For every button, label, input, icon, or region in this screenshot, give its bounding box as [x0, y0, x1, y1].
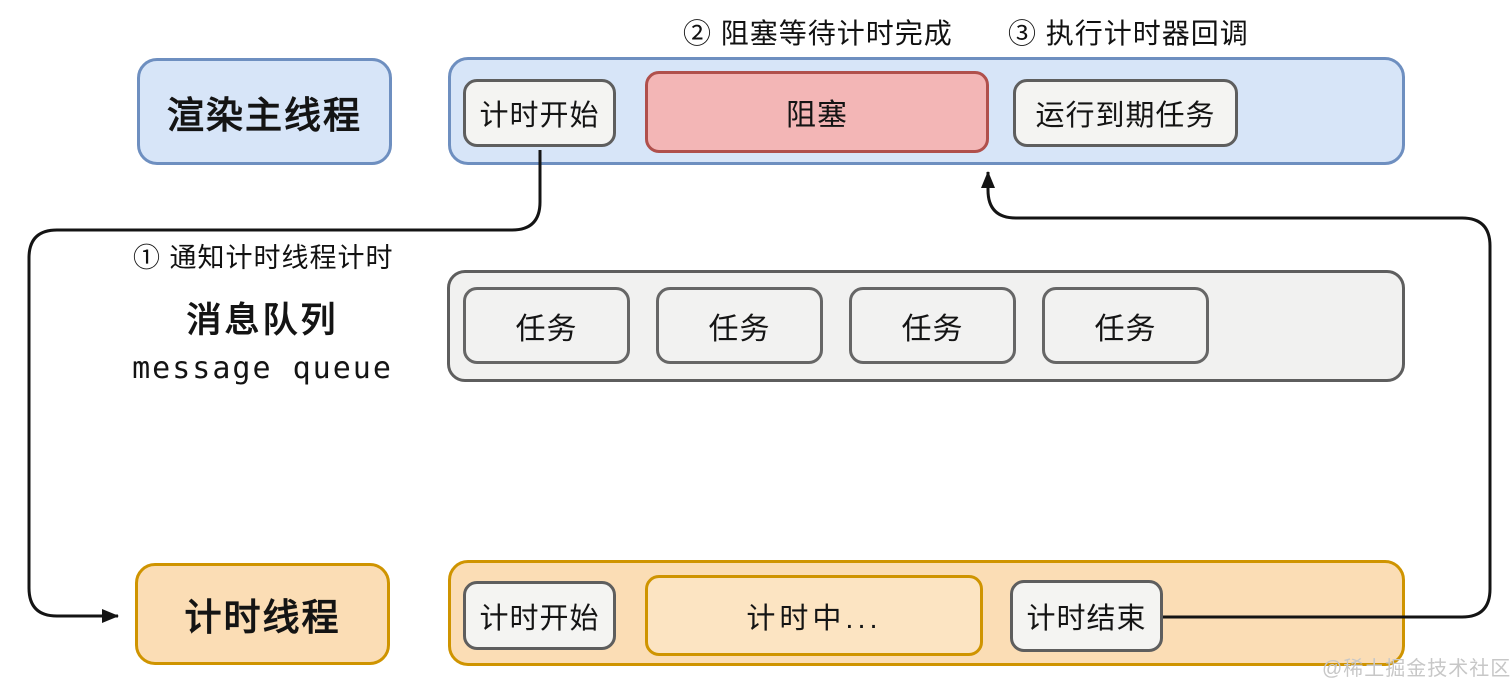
main-thread-label-box: 渲染主线程 — [137, 58, 392, 165]
timer-thread-timing-node: 计时中... — [645, 575, 983, 656]
queue-task-node: 任务 — [463, 287, 630, 364]
timer-thread-timing-text: 计时中... — [746, 602, 882, 635]
timer-done-arrow — [981, 171, 1492, 619]
message-queue-label-zh: 消息队列 — [186, 301, 339, 340]
timer-thread-timing-start-text: 计时开始 — [479, 602, 600, 635]
queue-task-node: 任务 — [1042, 287, 1209, 364]
main-thread-timing-start-text: 计时开始 — [479, 100, 600, 132]
queue-task-text: 任务 — [708, 312, 771, 346]
timer-thread-timing-end-node: 计时结束 — [1010, 580, 1163, 652]
annotation-step3: ③ 执行计时器回调 — [1008, 18, 1249, 49]
timer-thread-timing-start-node: 计时开始 — [463, 581, 616, 650]
main-thread-run-expired-text: 运行到期任务 — [1035, 100, 1216, 132]
main-thread-blocked-text: 阻塞 — [786, 99, 848, 132]
timer-thread-label-box: 计时线程 — [135, 563, 390, 665]
queue-task-text: 任务 — [1094, 312, 1157, 346]
message-queue-label-en: message queue — [132, 351, 393, 386]
main-thread-blocked-node: 阻塞 — [645, 71, 989, 153]
queue-task-node: 任务 — [849, 287, 1016, 364]
main-thread-label: 渲染主线程 — [167, 94, 362, 136]
queue-task-text: 任务 — [901, 312, 964, 346]
main-thread-run-expired-node: 运行到期任务 — [1013, 79, 1238, 147]
annotation-step2: ② 阻塞等待计时完成 — [683, 18, 953, 49]
annotation-step1: ① 通知计时线程计时 — [133, 243, 394, 273]
timer-thread-label: 计时线程 — [184, 597, 341, 638]
queue-task-node: 任务 — [656, 287, 823, 364]
timer-thread-timing-end-text: 计时结束 — [1026, 603, 1147, 635]
watermark: @稀土掘金技术社区 — [1322, 658, 1512, 680]
main-thread-timing-start-node: 计时开始 — [463, 79, 616, 147]
queue-task-text: 任务 — [515, 312, 578, 346]
message-queue-caption: 消息队列 message queue — [95, 292, 430, 386]
